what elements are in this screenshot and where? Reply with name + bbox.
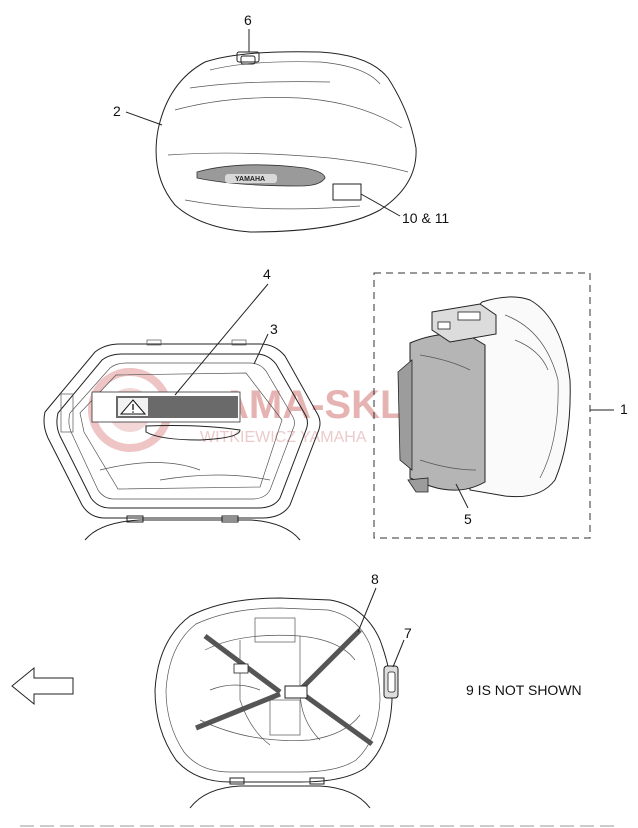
callout-10-11: 10 & 11 <box>360 193 449 226</box>
callout-4-label: 4 <box>263 266 271 282</box>
case-interior <box>154 597 399 809</box>
callout-10-11-label: 10 & 11 <box>402 210 449 226</box>
callout-5-label: 5 <box>464 511 472 527</box>
callout-6-label: 6 <box>244 12 252 28</box>
callout-3: 3 <box>253 321 278 365</box>
callout-1-label: 1 <box>620 401 628 417</box>
callout-7: 7 <box>392 625 412 668</box>
brand-label: YAMAHA <box>235 176 265 183</box>
side-case-assembly <box>373 272 591 539</box>
callout-4: 4 <box>174 266 271 396</box>
lid-interior <box>43 339 321 541</box>
callout-5: 5 <box>455 483 472 527</box>
callout-8-label: 8 <box>371 571 379 587</box>
callout-1: 1 <box>590 401 628 417</box>
callout-3-label: 3 <box>270 321 278 337</box>
callout-6: 6 <box>244 12 252 52</box>
arrow-left-icon <box>11 666 74 706</box>
callout-8: 8 <box>357 571 379 633</box>
callout-2: 2 <box>113 103 163 126</box>
callout-7-label: 7 <box>404 625 412 641</box>
note-9-not-shown: 9 IS NOT SHOWN <box>466 682 582 698</box>
watermark-sub: WITKIEWICZ YAMAHA <box>200 429 367 446</box>
callout-2-label: 2 <box>113 103 121 119</box>
side-case-exterior: YAMAHA <box>155 51 417 233</box>
